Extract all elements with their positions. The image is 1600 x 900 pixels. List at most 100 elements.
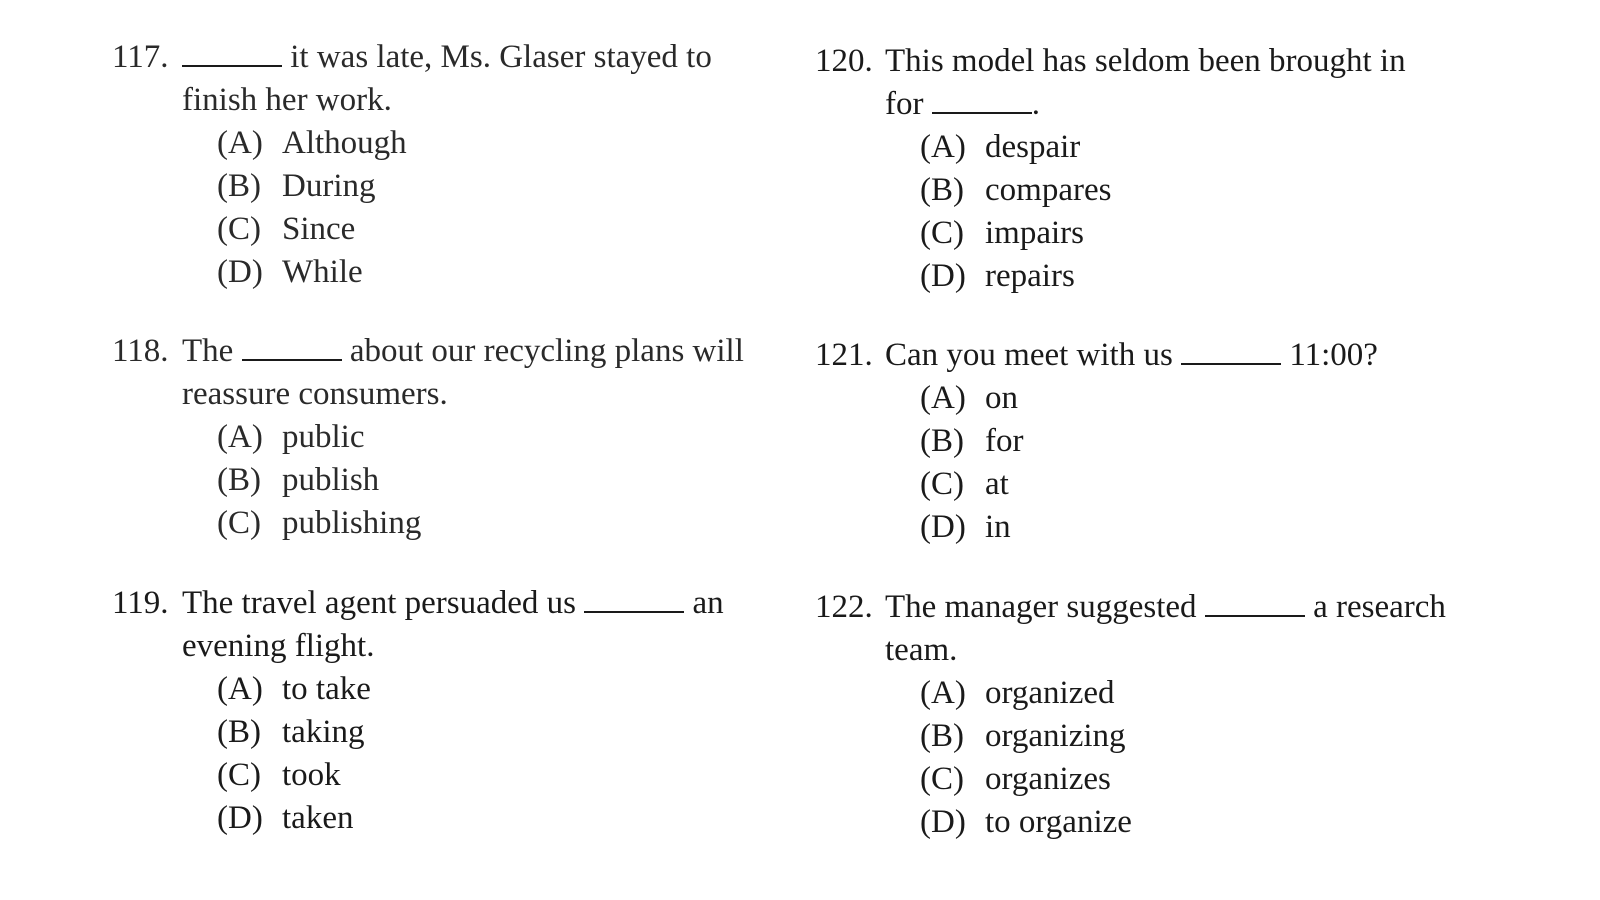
choice-b[interactable]: (B) for bbox=[920, 420, 1515, 463]
answer-choices: (A) public (B)publish (C) publishing bbox=[112, 416, 812, 545]
stem-text: it was late, Ms. Glaser stayed to bbox=[282, 39, 712, 75]
choice-text: at bbox=[985, 466, 1009, 502]
choice-text: Since bbox=[282, 211, 356, 247]
stem-text: a research bbox=[1304, 589, 1446, 625]
question-119: 119. The travel agent persuaded us an ev… bbox=[112, 582, 812, 840]
choice-text: impairs bbox=[985, 215, 1084, 251]
choice-b[interactable]: (B) organizing bbox=[920, 715, 1515, 758]
choice-text: taking bbox=[282, 714, 365, 750]
stem-continuation: reassure consumers. bbox=[182, 376, 448, 412]
choice-c[interactable]: (C) organizes bbox=[920, 758, 1515, 801]
question-122: 122. The manager suggested a research te… bbox=[815, 586, 1515, 844]
choice-d[interactable]: (D)While bbox=[217, 251, 812, 294]
question-stem: 118. The about our recycling plans will bbox=[112, 330, 812, 373]
choice-text: in bbox=[985, 509, 1011, 545]
question-number: 117. bbox=[112, 39, 169, 75]
choice-text: organizing bbox=[985, 718, 1126, 754]
choice-c[interactable]: (C) at bbox=[920, 463, 1515, 506]
question-stem: 121. Can you meet with us 11:00? bbox=[815, 334, 1515, 377]
choice-text: took bbox=[282, 757, 341, 793]
choice-d[interactable]: (D) in bbox=[920, 506, 1515, 549]
choice-text: public bbox=[282, 419, 365, 455]
stem-text: for bbox=[885, 86, 932, 122]
choice-letter: (A) bbox=[217, 125, 263, 161]
question-number: 119. bbox=[112, 585, 169, 621]
question-120: 120. This model has seldom been brought … bbox=[815, 40, 1515, 298]
choice-d[interactable]: (D)repairs bbox=[920, 255, 1515, 298]
answer-blank bbox=[1204, 587, 1305, 617]
answer-choices: (A) despair (B) compares (C) impairs (D)rep… bbox=[815, 126, 1515, 298]
choice-text: despair bbox=[985, 129, 1081, 165]
stem-text: The travel agent persuaded us bbox=[182, 585, 585, 621]
stem-text: . bbox=[1031, 86, 1040, 122]
choice-text: to organize bbox=[985, 804, 1132, 840]
answer-choices: (A)on (B) for (C) at (D) in bbox=[815, 377, 1515, 549]
stem-continuation: evening flight. bbox=[182, 628, 375, 664]
choice-b[interactable]: (B)publish bbox=[217, 459, 812, 502]
choice-letter: (D) bbox=[920, 804, 966, 840]
answer-choices: (A) Although (B)During (C)Since (D)While bbox=[112, 122, 812, 294]
answer-choices: (A)to take (B) taking (C) took (D)taken bbox=[112, 668, 812, 840]
answer-blank bbox=[1181, 335, 1282, 365]
choice-letter: (C) bbox=[920, 215, 964, 251]
choice-letter: (B) bbox=[217, 714, 261, 750]
choice-letter: (B) bbox=[920, 718, 964, 754]
choice-letter: (A) bbox=[217, 419, 263, 455]
stem-continuation: finish her work. bbox=[182, 82, 392, 118]
answer-blank bbox=[584, 583, 685, 613]
choice-letter: (C) bbox=[920, 466, 964, 502]
question-117: 117. it was late, Ms. Glaser stayed to f… bbox=[112, 36, 812, 294]
question-number: 122. bbox=[815, 589, 873, 625]
choice-a[interactable]: (A)on bbox=[920, 377, 1515, 420]
answer-choices: (A)organized (B)organizing (C)organizes … bbox=[815, 672, 1515, 844]
question-number: 118. bbox=[112, 333, 169, 369]
answer-blank bbox=[241, 331, 342, 361]
choice-b[interactable]: (B) taking bbox=[217, 711, 812, 754]
choice-text: on bbox=[985, 380, 1018, 416]
choice-d[interactable]: (D) to organize bbox=[920, 801, 1515, 844]
choice-letter: (B) bbox=[920, 172, 964, 208]
choice-letter: (A) bbox=[920, 129, 966, 165]
stem-text: 11:00? bbox=[1281, 337, 1378, 373]
choice-c[interactable]: (C) impairs bbox=[920, 212, 1515, 255]
stem-text: Can you meet with us bbox=[885, 337, 1182, 373]
choice-text: publishing bbox=[282, 505, 422, 541]
choice-c[interactable]: (C) publishing bbox=[217, 502, 812, 545]
choice-letter: (C) bbox=[217, 505, 261, 541]
question-118: 118. The about our recycling plans will … bbox=[112, 330, 812, 545]
choice-b[interactable]: (B)During bbox=[217, 165, 812, 208]
stem-text: about our recycling plans will bbox=[341, 333, 744, 369]
choice-letter: (A) bbox=[217, 671, 263, 707]
question-stem: 120. This model has seldom been brought … bbox=[815, 40, 1515, 83]
choice-text: taken bbox=[282, 800, 354, 836]
choice-letter: (C) bbox=[217, 757, 261, 793]
choice-text: for bbox=[985, 423, 1024, 459]
choice-letter: (D) bbox=[920, 509, 966, 545]
question-stem: 117. it was late, Ms. Glaser stayed to bbox=[112, 36, 812, 79]
question-stem: 122. The manager suggested a research bbox=[815, 586, 1515, 629]
choice-a[interactable]: (A) despair bbox=[920, 126, 1515, 169]
choice-d[interactable]: (D)taken bbox=[217, 797, 812, 840]
choice-text: While bbox=[282, 254, 363, 290]
stem-text: This model has seldom been brought in bbox=[885, 43, 1406, 79]
choice-letter: (C) bbox=[920, 761, 964, 797]
choice-letter: (B) bbox=[920, 423, 964, 459]
choice-a[interactable]: (A)to take bbox=[217, 668, 812, 711]
answer-blank bbox=[182, 37, 282, 67]
choice-text: Although bbox=[282, 125, 407, 161]
answer-blank bbox=[931, 84, 1032, 114]
choice-text: publish bbox=[282, 462, 380, 498]
choice-a[interactable]: (A) Although bbox=[217, 122, 812, 165]
choice-c[interactable]: (C)Since bbox=[217, 208, 812, 251]
choice-text: compares bbox=[985, 172, 1112, 208]
choice-b[interactable]: (B) compares bbox=[920, 169, 1515, 212]
question-stem: 119. The travel agent persuaded us an bbox=[112, 582, 812, 625]
stem-text: The bbox=[182, 333, 242, 369]
choice-a[interactable]: (A)organized bbox=[920, 672, 1515, 715]
stem-continuation: team. bbox=[885, 632, 958, 668]
choice-a[interactable]: (A) public bbox=[217, 416, 812, 459]
choice-c[interactable]: (C) took bbox=[217, 754, 812, 797]
choice-text: organizes bbox=[985, 761, 1111, 797]
choice-text: organized bbox=[985, 675, 1115, 711]
choice-letter: (D) bbox=[920, 258, 966, 294]
